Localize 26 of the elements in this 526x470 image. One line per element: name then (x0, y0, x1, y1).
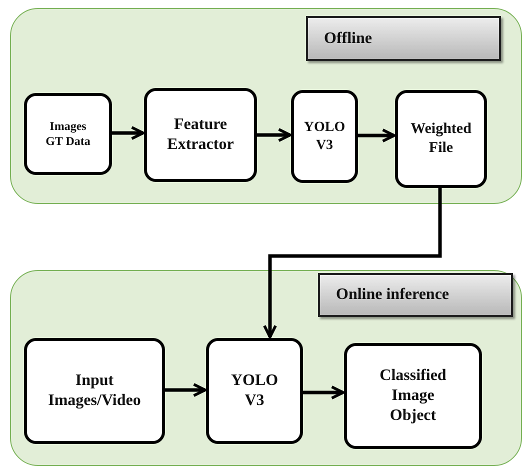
node-label: Classified Image Object (378, 366, 448, 426)
node-label: YOLO V3 (302, 119, 346, 154)
process-box (206, 338, 303, 444)
node-label: Offline (324, 28, 372, 48)
node-label: Images GT Data (44, 119, 92, 149)
node-label: Weighted File (410, 120, 472, 158)
arrow (164, 383, 206, 397)
process-box (291, 90, 358, 183)
stage-panel (10, 8, 522, 204)
arrow (111, 126, 144, 140)
node-label: Feature Extractor (166, 115, 235, 155)
node-label: YOLO V3 (230, 371, 280, 411)
process-box (144, 88, 257, 182)
stage-panel (10, 270, 522, 466)
stage-header-box (318, 273, 513, 317)
node-label: Online inference (336, 285, 450, 305)
process-box (24, 338, 165, 444)
process-box (395, 90, 487, 188)
arrow (263, 187, 442, 338)
process-box (24, 93, 112, 175)
process-box (344, 343, 482, 449)
arrow (302, 386, 344, 400)
node-label: Input Images/Video (47, 371, 142, 411)
arrow (357, 128, 396, 142)
arrow (256, 128, 292, 142)
stage-header-box (306, 16, 501, 61)
